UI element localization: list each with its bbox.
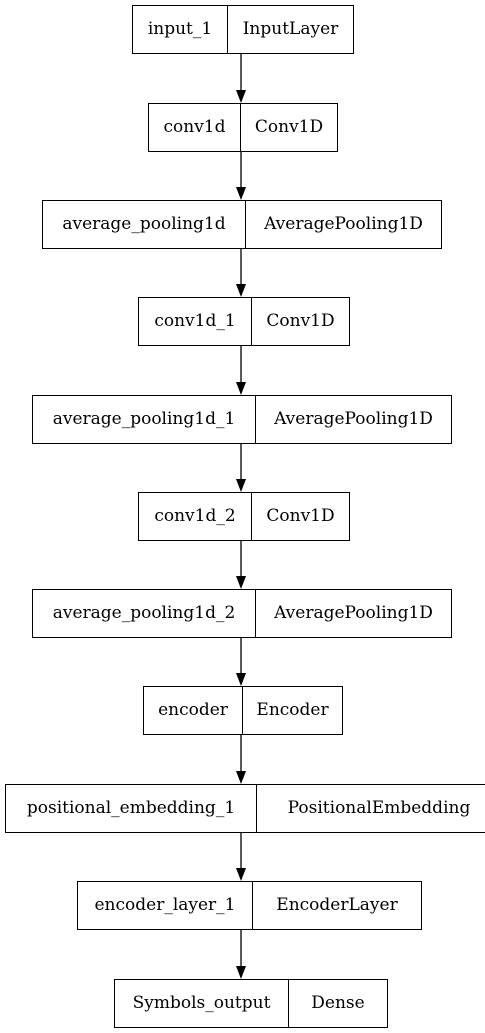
layer-type: AveragePooling1D <box>255 590 451 637</box>
arrowhead-icon <box>236 966 246 979</box>
edge-arrow <box>236 833 246 881</box>
layer-node-input-1: input_1 InputLayer <box>132 5 354 54</box>
edge-arrow <box>236 638 246 686</box>
edge-arrow <box>236 346 246 395</box>
layer-type: Conv1D <box>251 493 349 540</box>
layer-name: encoder <box>158 700 228 720</box>
layer-name: input_1 <box>147 19 213 39</box>
layer-type: Conv1D <box>251 298 349 345</box>
layer-type: Conv1D <box>240 104 337 151</box>
layer-name: conv1d_2 <box>154 506 236 526</box>
layer-type: EncoderLayer <box>252 882 421 929</box>
layer-name: conv1d_1 <box>154 311 236 331</box>
layer-node-average-pooling1d: average_pooling1d AveragePooling1D <box>42 200 442 249</box>
arrowhead-icon <box>236 868 246 881</box>
layer-type: Dense <box>288 980 387 1027</box>
edge-arrow <box>236 152 246 200</box>
layer-name: encoder_layer_1 <box>94 895 236 915</box>
layer-node-conv1d: conv1d Conv1D <box>148 103 338 152</box>
edge-arrow <box>236 249 246 297</box>
arrowhead-icon <box>236 187 246 200</box>
edge-arrow <box>236 541 246 589</box>
layer-node-symbols-output: Symbols_output Dense <box>114 979 388 1028</box>
layer-name: average_pooling1d <box>62 214 226 234</box>
layer-node-encoder-layer-1: encoder_layer_1 EncoderLayer <box>77 881 422 930</box>
arrowhead-icon <box>236 771 246 784</box>
layer-name: average_pooling1d_2 <box>52 603 236 623</box>
layer-name: Symbols_output <box>132 993 271 1013</box>
layer-node-positional-embedding-1: positional_embedding_1 PositionalEmbeddi… <box>5 784 485 833</box>
layer-type: InputLayer <box>227 6 353 53</box>
edge-arrow <box>236 930 246 979</box>
arrowhead-icon <box>236 284 246 297</box>
arrowhead-icon <box>236 382 246 395</box>
layer-node-encoder: encoder Encoder <box>143 686 343 735</box>
layer-node-average-pooling1d-2: average_pooling1d_2 AveragePooling1D <box>32 589 452 638</box>
arrowhead-icon <box>236 576 246 589</box>
arrowhead-icon <box>236 673 246 686</box>
edge-arrow <box>236 444 246 492</box>
edge-arrow <box>236 735 246 784</box>
layer-node-average-pooling1d-1: average_pooling1d_1 AveragePooling1D <box>32 395 452 444</box>
layer-node-conv1d-1: conv1d_1 Conv1D <box>138 297 350 346</box>
layer-type: Encoder <box>242 687 342 734</box>
layer-name: conv1d <box>163 117 226 137</box>
layer-node-conv1d-2: conv1d_2 Conv1D <box>138 492 350 541</box>
arrowhead-icon <box>236 479 246 492</box>
layer-type: PositionalEmbedding <box>256 785 485 832</box>
edge-arrow <box>236 54 246 103</box>
layer-name: positional_embedding_1 <box>26 798 236 818</box>
arrowhead-icon <box>236 90 246 103</box>
layer-type: AveragePooling1D <box>255 396 451 443</box>
layer-name: average_pooling1d_1 <box>52 409 236 429</box>
layer-type: AveragePooling1D <box>245 201 441 248</box>
